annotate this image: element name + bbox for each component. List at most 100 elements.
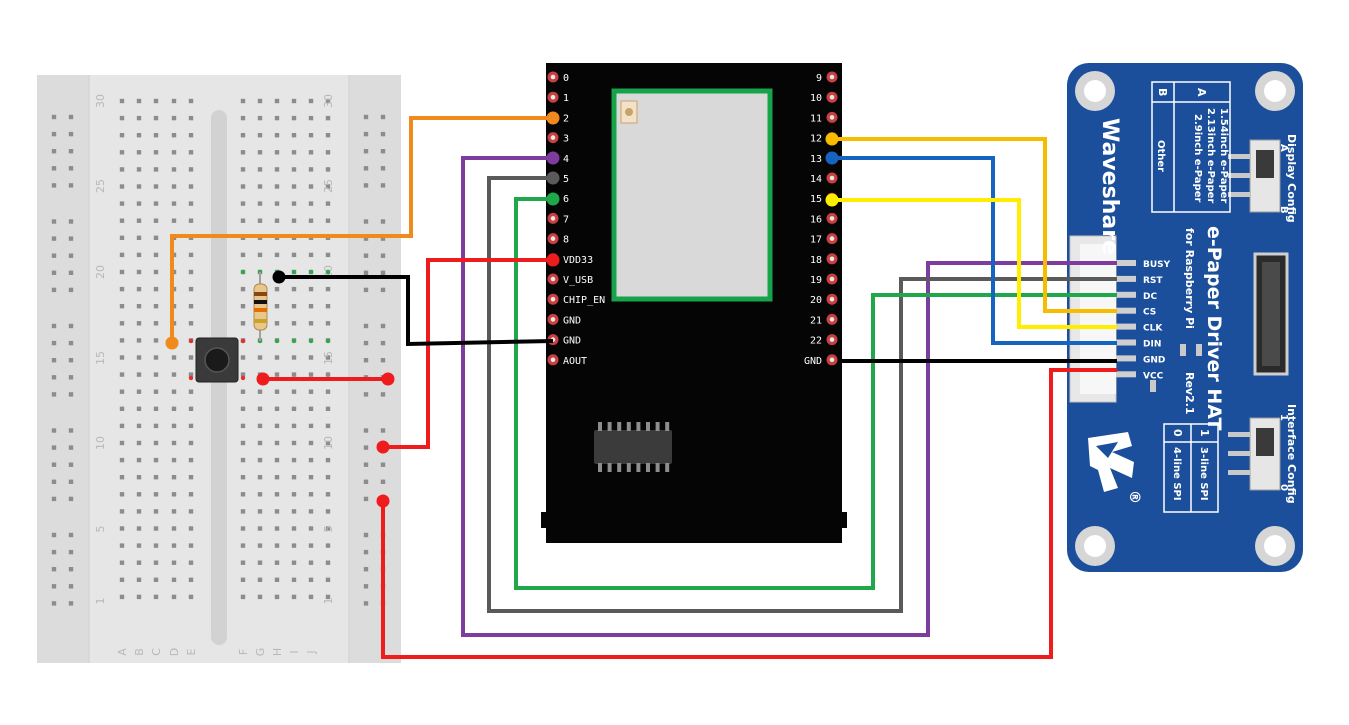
breadboard-hole: [119, 457, 125, 463]
hat-title: e-Paper Driver HAT: [1203, 226, 1225, 431]
breadboard-hole: [171, 526, 177, 531]
breadboard-hole: [240, 560, 246, 565]
rail-hole: [363, 131, 369, 137]
breadboard-row-number: 25: [322, 179, 335, 193]
breadboard-hole: [274, 594, 280, 600]
breadboard-hole: [153, 338, 159, 343]
breadboard-hole: [188, 304, 194, 309]
breadboard-hole: [274, 252, 280, 258]
wire-red-rail-to-vcc: [381, 368, 1117, 659]
breadboard-hole: [274, 543, 280, 548]
breadboard-hole: [257, 252, 263, 258]
breadboard-hole: [257, 526, 263, 531]
hat-pin-pad: [1116, 355, 1136, 362]
breadboard-hole: [119, 509, 125, 514]
rail-hole: [68, 219, 74, 224]
breadboard-hole: [171, 423, 177, 429]
rail-hole: [380, 287, 386, 293]
breadboard-hole: [257, 423, 263, 429]
breadboard-hole: [240, 492, 246, 497]
breadboard-hole: [240, 440, 246, 446]
breadboard-hole: [291, 167, 297, 172]
breadboard-hole: [274, 577, 280, 582]
breadboard-hole: [188, 457, 194, 463]
power-rail-right: [349, 75, 401, 663]
breadboard-hole: [325, 98, 331, 104]
breadboard-hole: [153, 526, 159, 531]
breadboard-hole: [119, 526, 125, 531]
rail-hole: [51, 270, 57, 275]
breadboard-hole: [325, 475, 331, 480]
breadboard-hole: [188, 406, 194, 411]
mcu-left-pin-label: 0: [563, 73, 569, 84]
breadboard-hole: [274, 218, 280, 223]
breadboard-hole: [188, 167, 194, 172]
breadboard-hole: [325, 355, 331, 360]
breadboard-hole: [188, 560, 194, 565]
rail-hole: [51, 584, 57, 589]
display-config-switch[interactable]: [1228, 139, 1281, 213]
breadboard-hole: [325, 543, 331, 548]
breadboard-hole: [136, 457, 142, 463]
breadboard-hole: [136, 150, 142, 155]
breadboard-hole: [291, 286, 297, 292]
breadboard-hole: [119, 218, 125, 223]
resistor: [253, 272, 268, 341]
breadboard-hole: [308, 509, 314, 514]
breadboard-hole: [188, 115, 194, 121]
breadboard-hole: [274, 457, 280, 463]
rail-hole: [68, 149, 74, 154]
power-rail-left: [37, 75, 89, 663]
breadboard-row-number: 15: [322, 351, 335, 365]
waveshare-logo-icon: [1088, 432, 1134, 492]
wire-blue-din-to-gpio13: [832, 156, 1117, 345]
rail-hole: [51, 236, 57, 241]
rail-hole: [51, 549, 57, 555]
breadboard-hole: [274, 560, 280, 565]
breadboard-hole: [291, 304, 297, 309]
breadboard-hole: [240, 201, 246, 206]
breadboard-row-number: 20: [94, 265, 107, 279]
breadboard-hole: [188, 150, 194, 155]
breadboard-hole: [119, 406, 125, 411]
breadboard-hole: [291, 372, 297, 377]
rail-hole: [68, 375, 74, 380]
breadboard-hole: [308, 218, 314, 223]
rail-hole: [51, 428, 57, 433]
breadboard-hole: [291, 475, 297, 480]
rail-hole: [363, 253, 369, 258]
breadboard-hole: [291, 218, 297, 223]
breadboard-hole: [325, 150, 331, 155]
rail-hole: [363, 445, 369, 450]
rail-hole: [363, 462, 369, 467]
rail-hole: [68, 340, 74, 346]
breadboard-hole: [119, 475, 125, 480]
hat-pin-pad: [1116, 339, 1136, 346]
rail-hole: [363, 287, 369, 293]
breadboard-hole: [291, 406, 297, 411]
pushbutton[interactable]: [190, 337, 246, 383]
breadboard-hole: [171, 560, 177, 565]
breadboard-column-letter: B: [133, 648, 146, 656]
breadboard-hole: [291, 98, 297, 104]
interface-config-switch[interactable]: [1228, 417, 1281, 491]
breadboard-hole: [119, 423, 125, 429]
breadboard-row-number: 1: [322, 598, 335, 605]
hat-pin-pad: [1116, 323, 1136, 330]
rail-hole: [363, 567, 369, 572]
breadboard-hole: [257, 594, 263, 600]
breadboard-hole: [136, 509, 142, 514]
breadboard-hole: [240, 150, 246, 155]
breadboard-hole: [153, 150, 159, 155]
rail-hole: [68, 584, 74, 589]
breadboard-row-number: 10: [322, 436, 335, 450]
interface-config-0-option: 0: [1278, 484, 1289, 491]
breadboard-hole: [240, 286, 246, 292]
breadboard-hole: [325, 115, 331, 121]
breadboard-hole: [274, 509, 280, 514]
breadboard-hole: [119, 150, 125, 155]
breadboard-hole: [119, 133, 125, 138]
breadboard-hole: [274, 286, 280, 292]
rail-hole: [51, 340, 57, 346]
breadboard-hole: [240, 372, 246, 377]
